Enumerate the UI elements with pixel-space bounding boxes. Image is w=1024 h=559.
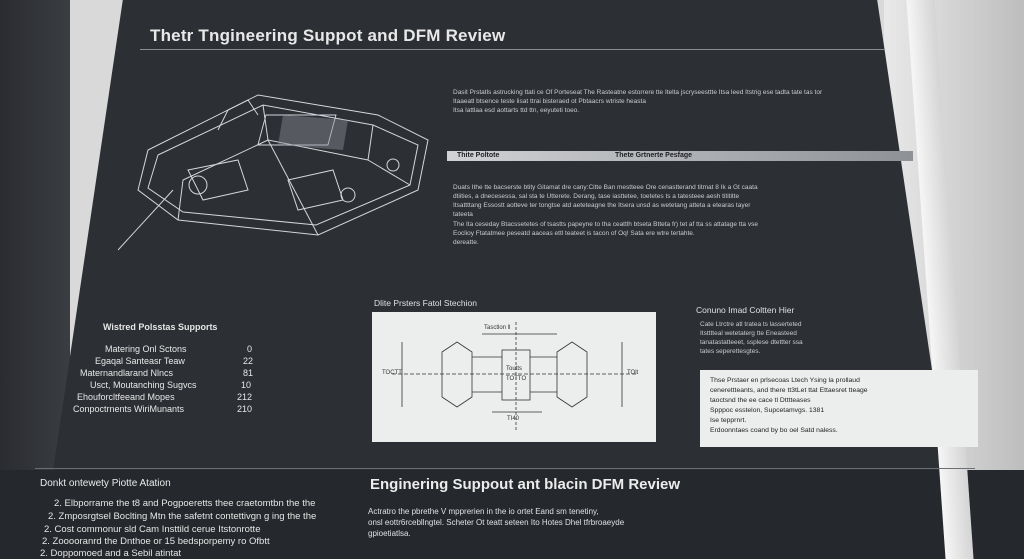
- body-line: Duats Ithe tte bacserste btity Gitamat d…: [453, 184, 758, 191]
- diagram-label-lower: TOTTO: [506, 376, 527, 382]
- body-paragraph-2: The Ita ceseday Btacssetetes of tsastts …: [453, 220, 913, 247]
- body-line: The Ita ceseday Btacssetetes of tsastts …: [453, 221, 758, 228]
- note-box-line: Ise tepprnrt.: [710, 417, 747, 424]
- stats-value: 210: [237, 404, 253, 414]
- stats-label: Conpoctrnents WiriMunants: [73, 404, 185, 414]
- note-line: tanatastatteeet, ssplese dtettter ssa: [700, 339, 803, 346]
- title-divider: [140, 49, 885, 50]
- note-box-line: Erdoonntaes coand by bo oel Satd naless.: [710, 427, 838, 434]
- cross-section-diagram: Tasctlon ll Toutts TOTTO TI40 TOCTT TOlt: [372, 312, 656, 442]
- stats-label: Ehouforcltfeeand Mopes: [77, 392, 175, 402]
- document-lower-band: [0, 470, 1024, 559]
- list-item: 2. Zooooranrd the Dnthoe or 15 bedsporpe…: [42, 536, 270, 547]
- note-box-line: taoctsnd the ee cace tl Dtttteases: [710, 397, 811, 404]
- body-line: dereatte.: [453, 239, 479, 246]
- stats-label: Matering Onl Sctons: [105, 344, 187, 354]
- stats-value: 10: [241, 380, 252, 390]
- bottom-right-line: Actratro the pbrethe V mpprerien in the …: [368, 507, 599, 516]
- stats-label: Usct, Moutanching Sugvcs: [90, 380, 197, 390]
- note-line: Itstttteal wetetaterg tte Eneasteed: [700, 330, 797, 337]
- stats-value: 22: [243, 356, 254, 366]
- diagram-label-mid: Toutts: [506, 366, 523, 372]
- bottom-right-title: Enginering Suppout ant blacin DFM Review: [370, 476, 681, 493]
- diagram-drawing: [392, 322, 637, 432]
- bottom-right-line: onsl eottr6rcebllngtel. Scheter Ot teatt…: [368, 518, 625, 527]
- document-sheet: [40, 0, 960, 559]
- stats-label: Maternandlarand Nlncs: [80, 368, 174, 378]
- note-section-title: Conuno Imad Coltten Hier: [696, 305, 795, 315]
- stats-value: 0: [247, 344, 253, 354]
- intro-line: Itaaeatl btsence teste lisat ttrai biste…: [453, 98, 646, 105]
- list-item: 2. Elbporrame the t8 and Pogpoeretts the…: [54, 498, 316, 509]
- section-separator: [35, 468, 975, 469]
- diagram-label-right: TOlt: [627, 370, 639, 376]
- stats-value: 81: [243, 368, 254, 378]
- stats-value: 212: [237, 392, 253, 402]
- diagram-label-bottom: TI40: [507, 416, 520, 422]
- page-title: Thetr Tngineering Suppot and DFM Review: [150, 26, 506, 45]
- bottom-right-line: gpioetiatlsa.: [368, 529, 411, 538]
- intro-line: Dasit Prstatls astrucking ttati ce Of Po…: [453, 89, 823, 96]
- bottom-left-list: 2. Elbporrame the t8 and Pogpoeretts the…: [40, 498, 362, 559]
- body-line: tateeta: [453, 211, 473, 218]
- note-box: Thse Prstaer en prlsecoas Ltech Ysing la…: [700, 370, 978, 447]
- list-item: 2. Cost commonur sld Cam Insttild cerue …: [44, 524, 261, 535]
- list-item: 2. Zmposrgtsel Boclting Mtn the safetnt …: [48, 511, 317, 522]
- diagram-title: Dlite Prsters Fatol Stechion: [374, 298, 477, 308]
- note-section-text: Cate Ltrctre atl tratea ts lasserteted I…: [700, 320, 850, 356]
- stats-label: Egaqal Santeasr Teaw: [95, 356, 185, 366]
- section-header-right: Thete Grtnerte Pesfage: [615, 152, 693, 159]
- note-box-line: Thse Prstaer en prlsecoas Ltech Ysing la…: [710, 377, 860, 384]
- diagram-label-left: TOCTT: [382, 370, 402, 376]
- diagram-label-top: Tasctlon ll: [484, 325, 511, 331]
- body-line: dtiities, a dnecesessa, sal sta te Utter…: [453, 193, 740, 200]
- list-item: 2. Doppomoed and a Sebil atintat: [40, 548, 182, 559]
- note-box-line: Spppoc esstelon, Supcetamvgs. 1381: [710, 407, 825, 414]
- note-line: Cate Ltrctre atl tratea ts lasserteted: [700, 321, 802, 328]
- engine-block-illustration: [118, 94, 429, 251]
- bottom-left-title: Donkt ontewety Piotte Atation: [40, 478, 171, 489]
- intro-line: Itsa lattlaa esd aottarts ttd ttn, eeyut…: [453, 107, 580, 114]
- section-header-left: Thite Poltote: [457, 152, 500, 159]
- stats-title: Wistred Polsstas Supports: [103, 322, 218, 332]
- intro-paragraph: Dasit Prstatls astrucking ttati ce Of Po…: [453, 88, 913, 115]
- bottom-right-text: Actratro the pbrethe V mpprerien in the …: [368, 506, 728, 539]
- body-line: Itsattttang Essostt aotteve ter tongtse …: [453, 202, 751, 209]
- stats-list: Matering Onl Sctons 0 Egaqal Santeasr Te…: [73, 340, 260, 420]
- note-box-line: cenerettteants, and there tt3tLet ttat E…: [710, 387, 868, 394]
- body-line: Eoclioy Ftatatmee peseatd aaceas ettl te…: [453, 230, 695, 237]
- section-header-bar: Thite Poltote Thete Grtnerte Pesfage: [447, 151, 913, 161]
- body-paragraph-1: Duats Ithe tte bacserste btity Gitamat d…: [453, 183, 913, 219]
- note-line: tates seperettesgtes.: [700, 348, 761, 355]
